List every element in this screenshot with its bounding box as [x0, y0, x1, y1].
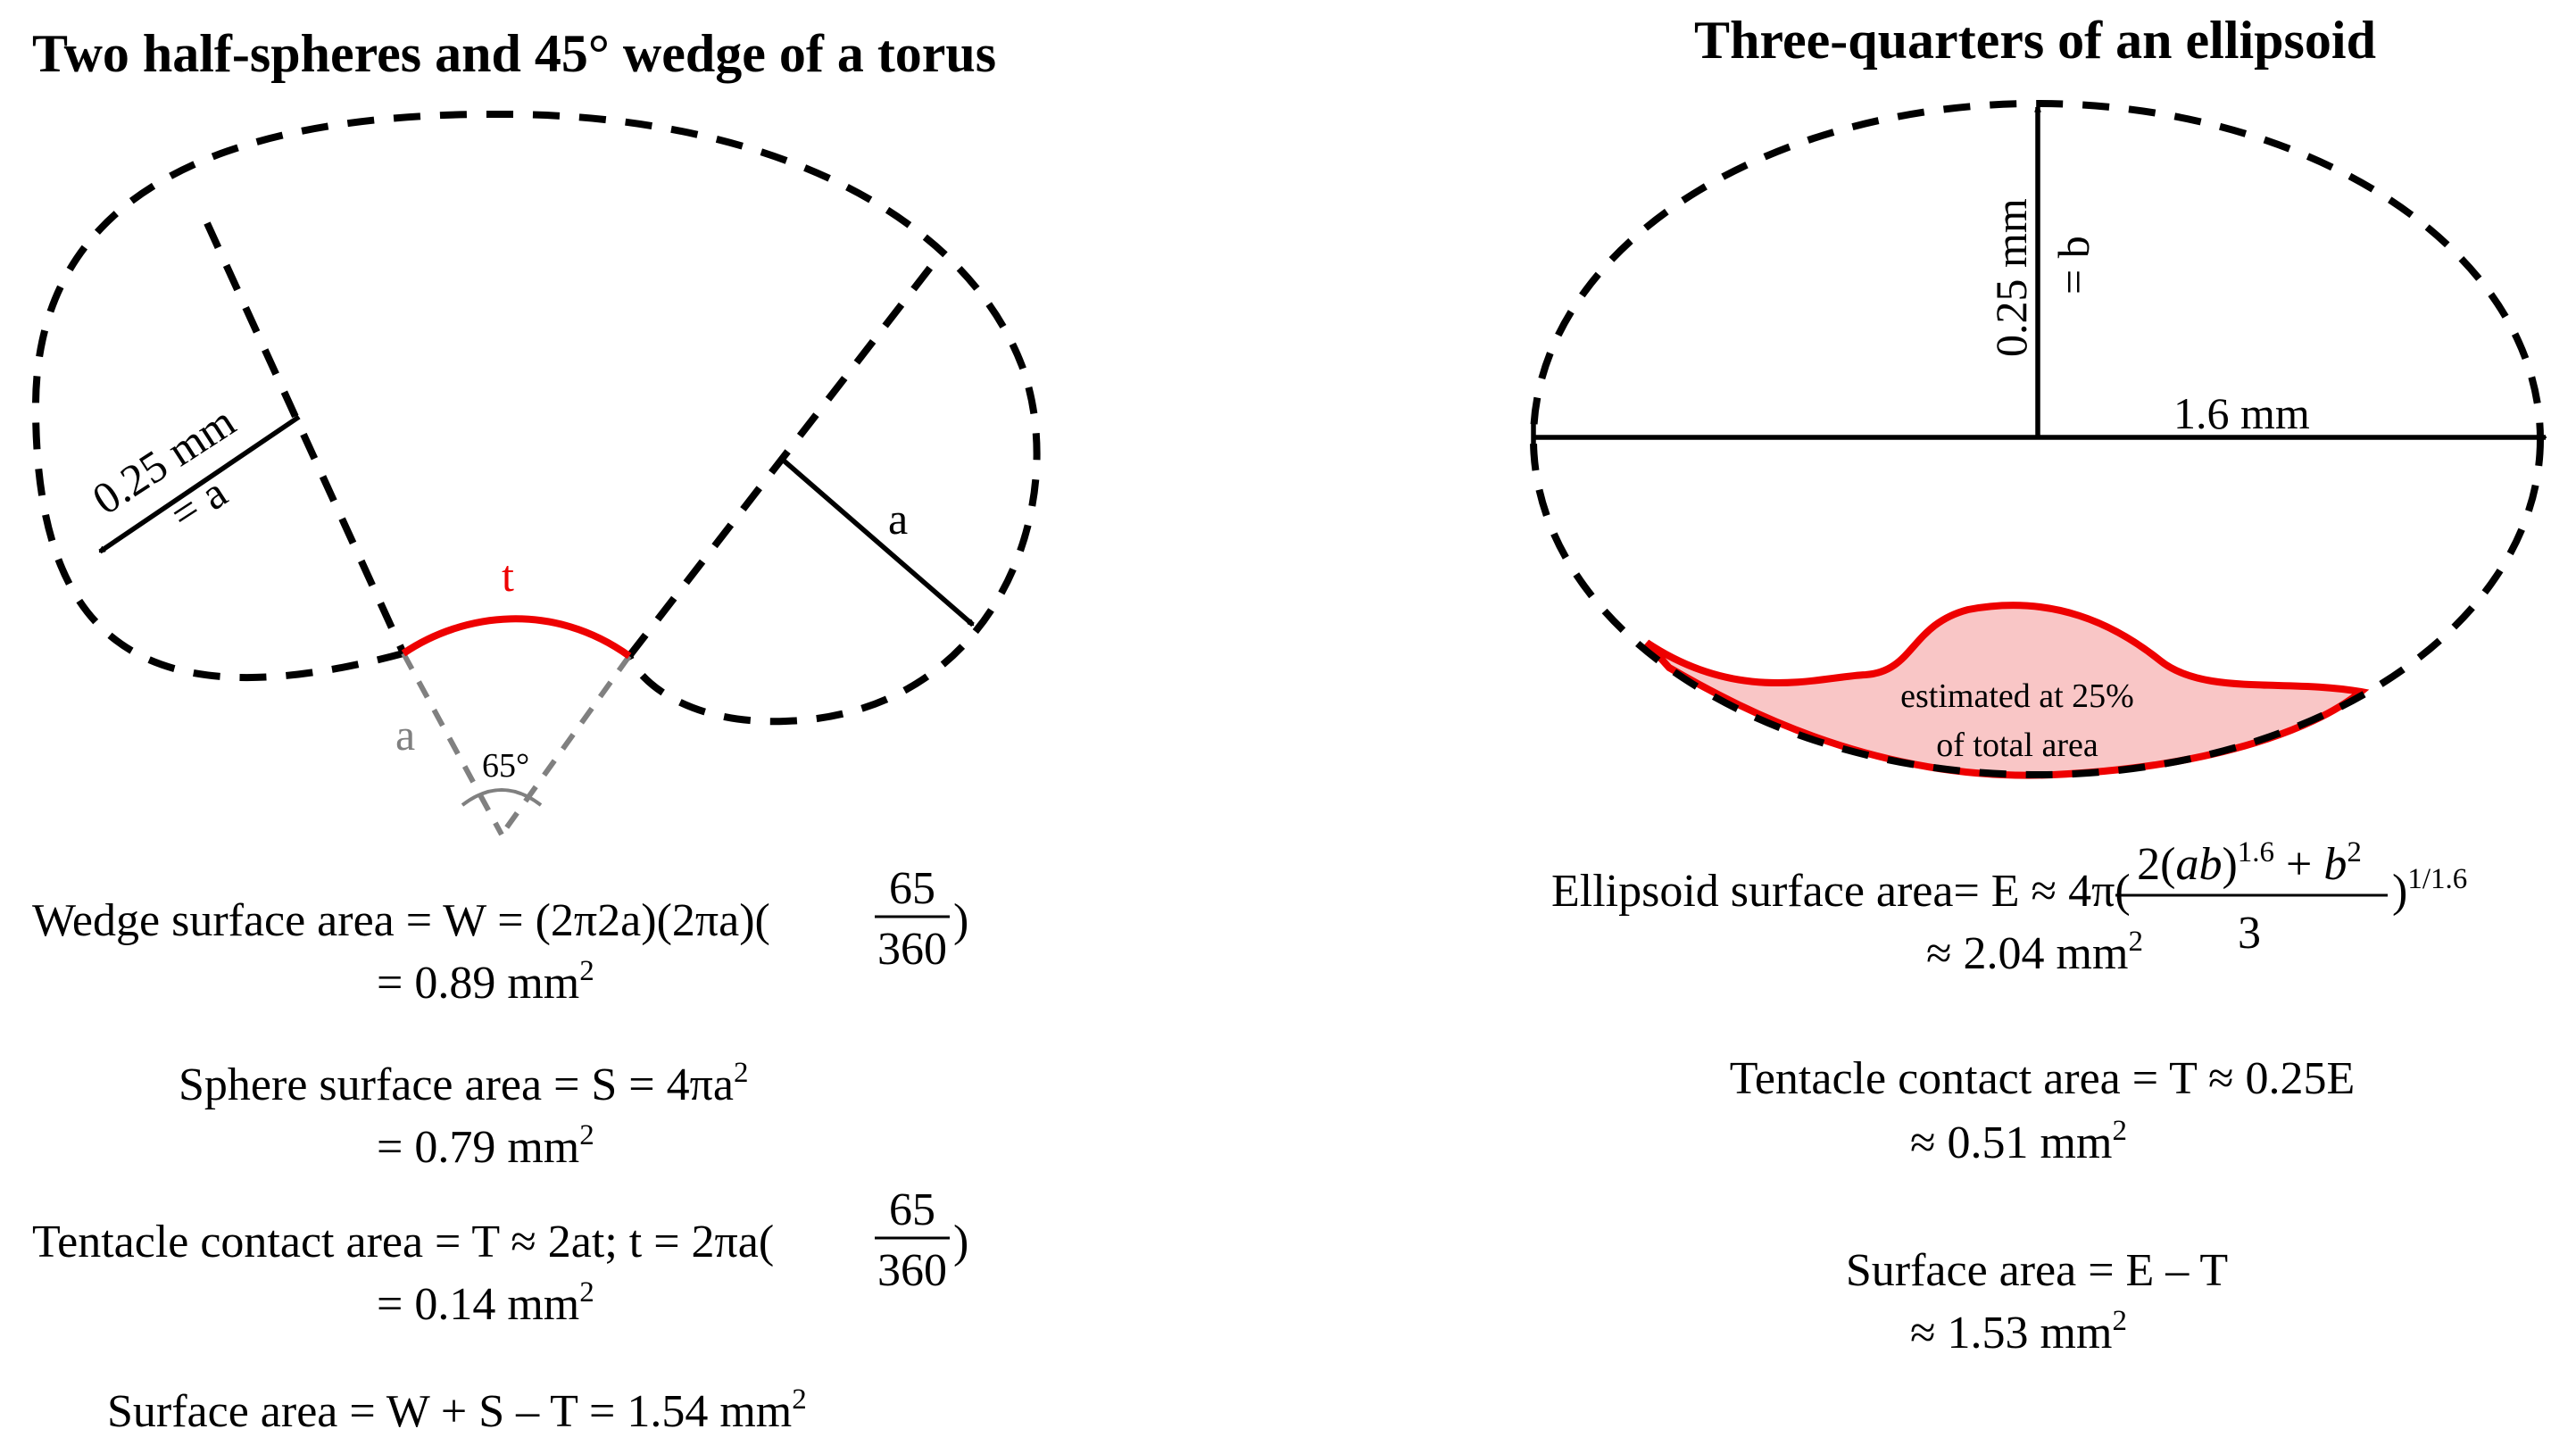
sphere-radius-line-left	[204, 221, 407, 655]
contact-label-t: t	[502, 551, 514, 601]
wedge-eq-result: = 0.89 mm2	[377, 955, 594, 1009]
contact-eq-result: = 0.14 mm2	[377, 1276, 594, 1330]
wedge-eq-suffix: )	[953, 895, 968, 946]
guide-a-label: a	[395, 710, 415, 760]
tentacle-eq-result: ≈ 0.51 mm2	[1910, 1115, 2127, 1168]
estimate-label-line1: estimated at 25%	[1900, 677, 2134, 715]
sphere-eq-line: Sphere surface area = S = 4πa2	[179, 1057, 748, 1110]
ellipsoid-eq-suffix: )1/1.6	[2392, 863, 2467, 917]
contact-eq-num: 65	[889, 1184, 935, 1235]
contact-eq-prefix: Tentacle contact area = T ≈ 2at; t = 2πa…	[32, 1217, 774, 1267]
wedge-eq-prefix: Wedge surface area = W = (2π2a)(2πa)(	[32, 895, 770, 946]
b-value-label: 0.25 mm	[1986, 198, 2036, 357]
total-area-eq: Surface area = W + S – T = 1.54 mm2	[107, 1383, 807, 1437]
contact-eq-den: 360	[877, 1245, 947, 1296]
angle-label: 65°	[482, 747, 529, 785]
ellipsoid-eq-den: 3	[2238, 908, 2261, 959]
estimate-label-line2: of total area	[1936, 727, 2098, 764]
right-title: Three-quarters of an ellipsoid	[1694, 11, 2376, 70]
wedge-eq-den: 360	[877, 924, 947, 975]
tentacle-eq-line: Tentacle contact area = T ≈ 0.25E	[1730, 1053, 2356, 1104]
sphere-radius-line-right	[626, 265, 934, 659]
contact-arc-t	[401, 615, 632, 660]
surface-eq-result: ≈ 1.53 mm2	[1910, 1305, 2127, 1358]
ellipsoid-eq-prefix: Ellipsoid surface area= E ≈ 4π(	[1551, 866, 2131, 917]
left-title: Two half-spheres and 45° wedge of a toru…	[32, 24, 996, 83]
angle-guide-left	[401, 652, 504, 836]
angle-arc	[461, 788, 543, 807]
right-panel: Three-quarters of an ellipsoid 1.6 mm 0.…	[1530, 11, 2546, 1358]
b-eq-label: = b	[2048, 236, 2098, 295]
axis-length-label: 1.6 mm	[2173, 388, 2310, 438]
wedge-eq-num: 65	[889, 863, 935, 914]
angle-guide-right	[499, 654, 632, 836]
contact-eq-suffix: )	[953, 1217, 968, 1267]
torus-outline	[31, 110, 1041, 726]
ellipsoid-eq-num: 2(ab)1.6 + b2	[2137, 836, 2362, 890]
ellipsoid-eq-result: ≈ 2.04 mm2	[1926, 926, 2143, 979]
surface-eq-line: Surface area = E – T	[1846, 1245, 2228, 1296]
radius-right-label: a	[888, 494, 908, 544]
radius-arrow-left	[100, 414, 301, 554]
sphere-eq-result: = 0.79 mm2	[377, 1119, 594, 1173]
left-panel: Two half-spheres and 45° wedge of a toru…	[31, 24, 1041, 1437]
radius-arrow-right	[782, 458, 973, 627]
